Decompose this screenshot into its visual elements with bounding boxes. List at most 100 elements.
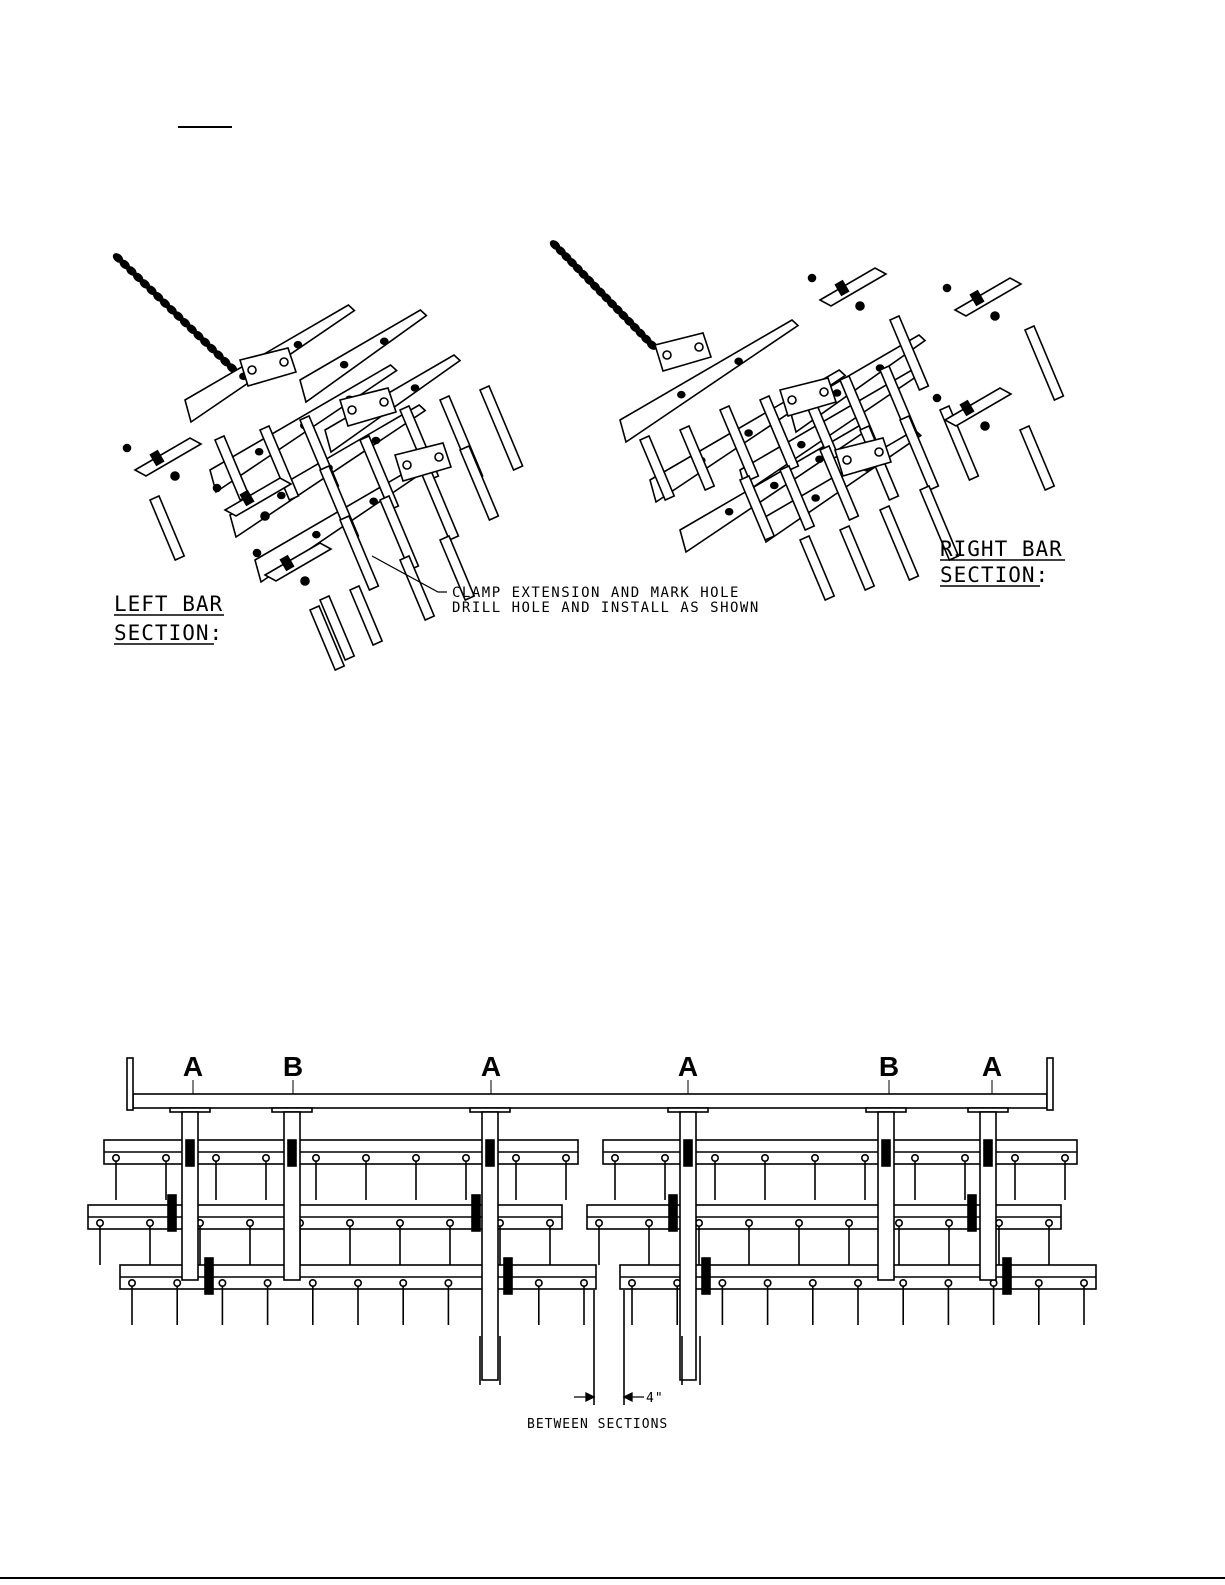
tine-eye <box>413 1155 419 1161</box>
tine-eye <box>463 1155 469 1161</box>
tine-eye <box>581 1280 587 1286</box>
harrow-tine <box>460 446 498 520</box>
bar-hole <box>735 358 742 364</box>
extension-clamp <box>955 278 1021 316</box>
bar-hole <box>372 438 379 444</box>
callout-note-line1: CLAMP EXTENSION AND MARK HOLE <box>452 585 740 601</box>
tine-eye <box>612 1155 618 1161</box>
left-section-label-line2: SECTION: <box>114 621 223 645</box>
harrow-tine <box>480 386 523 470</box>
tine-eye <box>629 1280 635 1286</box>
tine-eye <box>912 1155 918 1161</box>
harrow-tine <box>900 416 938 490</box>
harrow-tine <box>880 506 918 580</box>
tine-eye <box>810 1280 816 1286</box>
bar-hole <box>834 390 841 396</box>
bar-hole <box>412 385 419 391</box>
tine-eye <box>147 1220 153 1226</box>
mount-label-5: B <box>879 1051 899 1082</box>
mount-post <box>980 1112 996 1280</box>
tine-eye <box>764 1280 770 1286</box>
tine-eye <box>962 1155 968 1161</box>
tine-eye <box>712 1155 718 1161</box>
extension-tine <box>1025 326 1063 400</box>
callout-note-line2: DRILL HOLE AND INSTALL AS SHOWN <box>452 600 760 616</box>
bar-clamp <box>504 1258 512 1294</box>
tine-eye <box>397 1220 403 1226</box>
tine-eye <box>347 1220 353 1226</box>
gap-dimension-caption: BETWEEN SECTIONS <box>527 1417 668 1432</box>
harrow-tine <box>800 536 834 600</box>
nut-icon <box>856 302 864 310</box>
gap-dimension-value: 4" <box>646 1391 664 1406</box>
harrow-tine <box>840 526 874 590</box>
extension-clamp <box>135 438 201 476</box>
drawbar-end-cap <box>1047 1058 1053 1110</box>
extension-tine <box>150 496 184 560</box>
tine-eye <box>812 1155 818 1161</box>
tine-eye <box>746 1220 752 1226</box>
tine-eye <box>846 1220 852 1226</box>
bolt-icon <box>934 395 941 402</box>
tine-eye <box>896 1220 902 1226</box>
tine-eye <box>662 1155 668 1161</box>
tine-eye <box>513 1155 519 1161</box>
tine-eye <box>547 1220 553 1226</box>
bar-hole <box>678 392 685 398</box>
harrow-tine <box>350 586 382 645</box>
mount-label-1: A <box>183 1051 203 1082</box>
bar-hole <box>726 509 733 515</box>
mount-post <box>878 1112 894 1280</box>
bar-clamp <box>669 1195 677 1231</box>
tine-eye <box>855 1280 861 1286</box>
bar-hole <box>294 342 301 348</box>
tine-eye <box>213 1155 219 1161</box>
tine-eye <box>646 1220 652 1226</box>
harrow-tine <box>340 516 378 590</box>
tine-eye <box>219 1280 225 1286</box>
tine-eye <box>1081 1280 1087 1286</box>
tine-eye <box>174 1280 180 1286</box>
nut-icon <box>301 577 309 585</box>
tine-eye <box>264 1280 270 1286</box>
mount-label-4: A <box>678 1051 698 1082</box>
tine-eye <box>1046 1220 1052 1226</box>
tine-eye <box>1036 1280 1042 1286</box>
tine-eye <box>129 1280 135 1286</box>
extension-clamp <box>945 388 1011 426</box>
mount-label-3: A <box>481 1051 501 1082</box>
bar-clamp <box>168 1195 176 1231</box>
front-view-drawing <box>88 1058 1096 1405</box>
harrow-tine <box>420 466 458 540</box>
tine-eye <box>163 1155 169 1161</box>
bar-hole <box>812 495 819 501</box>
post-clamp <box>486 1140 494 1166</box>
bar-hole <box>313 532 320 538</box>
tine-eye <box>762 1155 768 1161</box>
left-section-label-line1: LEFT BAR <box>114 592 223 616</box>
extension-tine <box>1020 426 1054 490</box>
bar-clamp <box>702 1258 710 1294</box>
tine-eye <box>310 1280 316 1286</box>
tine-eye <box>263 1155 269 1161</box>
right-section-label-line1: RIGHT BAR <box>940 537 1063 561</box>
post-clamp <box>186 1140 194 1166</box>
nut-icon <box>261 512 269 520</box>
post-clamp <box>684 1140 692 1166</box>
bar-hole <box>256 449 263 455</box>
post-clamp <box>984 1140 992 1166</box>
main-drawbar <box>133 1094 1047 1108</box>
tine-eye <box>97 1220 103 1226</box>
post-clamp <box>288 1140 296 1166</box>
tine-eye <box>447 1220 453 1226</box>
tine-eye <box>247 1220 253 1226</box>
bar-hole <box>278 493 285 499</box>
nut-icon <box>171 472 179 480</box>
mount-label-6: A <box>982 1051 1002 1082</box>
mount-post <box>182 1112 198 1280</box>
bar-clamp <box>968 1195 976 1231</box>
bar-clamp <box>1003 1258 1011 1294</box>
tine-eye <box>536 1280 542 1286</box>
